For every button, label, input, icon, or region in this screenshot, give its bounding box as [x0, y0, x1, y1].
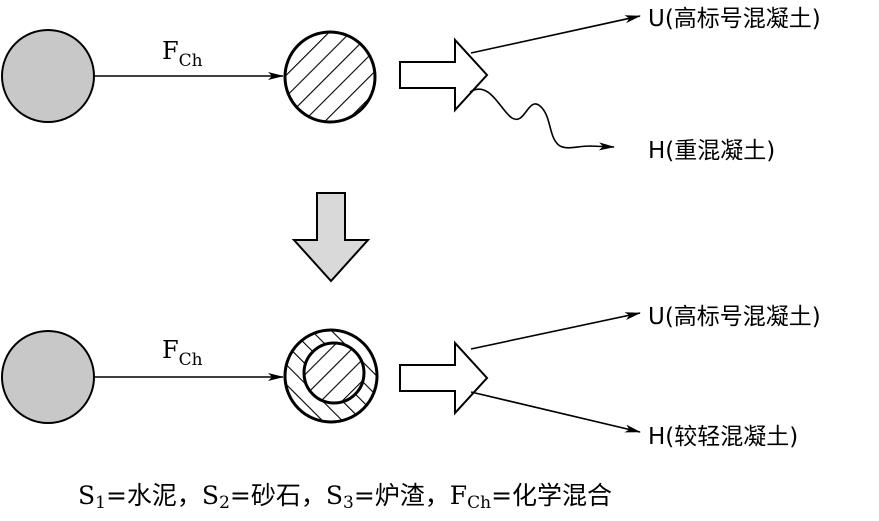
top-transform-arrow — [399, 37, 489, 113]
down-arrow — [291, 192, 371, 283]
legend-s1: S1=水泥， — [78, 481, 202, 513]
legend-s3: S3=炉渣， — [325, 481, 450, 513]
bottom-upper-output-label: U(高标号混凝土) — [648, 304, 821, 330]
legend: S1=水泥，S2=砂石，S3=炉渣，FCh=化学混合 — [78, 478, 858, 514]
top-upper-output-label: U(高标号混凝土) — [648, 6, 821, 32]
bottom-aggregate-core-circle — [302, 341, 366, 405]
top-row: FCh U(高标号混凝土) H(重混凝土) — [1, 6, 821, 164]
top-force-label: FCh — [162, 37, 203, 71]
bottom-upper-output-arrow — [470, 312, 641, 350]
top-upper-output-arrow — [470, 15, 641, 54]
bottom-lower-output-label: H(较轻混凝土) — [648, 424, 798, 450]
bottom-cement-circle — [1, 330, 95, 424]
top-cement-circle — [1, 29, 95, 123]
top-lower-output-label: H(重混凝土) — [648, 138, 775, 164]
top-aggregate-circle — [283, 30, 377, 124]
top-lower-output-wavy-arrow — [469, 88, 615, 151]
bottom-transform-arrow — [399, 340, 489, 416]
legend-fch: FCh=化学混合 — [449, 481, 613, 513]
legend-s2: S2=砂石， — [201, 481, 326, 513]
bottom-row: FCh U(高标号混凝土) H(较轻混凝土) — [1, 304, 821, 450]
bottom-force-label: FCh — [162, 336, 203, 370]
bottom-lower-output-arrow — [470, 391, 641, 433]
